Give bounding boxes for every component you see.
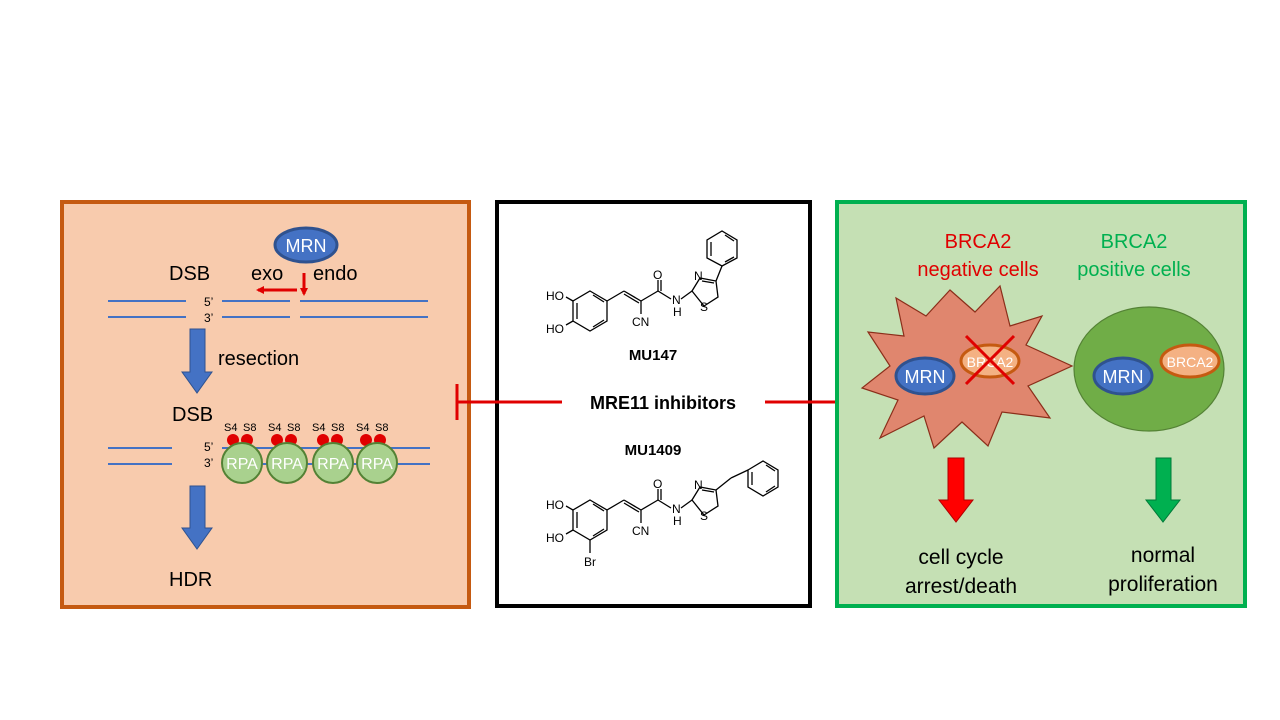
mu147-o: O — [653, 268, 662, 282]
brca2-positive-title-1: BRCA2 — [1101, 231, 1168, 253]
s8-label: S8 — [331, 422, 344, 434]
mu1409-structure — [565, 460, 779, 553]
mu147-structure — [565, 230, 738, 332]
mu147-ho-2: HO — [546, 322, 564, 336]
s4-label: S4 — [356, 422, 369, 434]
brca2-protein-positive — [1159, 343, 1221, 379]
mu1409-ho-1: HO — [546, 498, 564, 512]
mu1409-nh-h: H — [673, 514, 682, 528]
endo-label: endo — [313, 263, 358, 285]
rpa-circle — [266, 442, 308, 484]
s8-label: S8 — [375, 422, 388, 434]
dsb-top-label: DSB — [169, 263, 210, 285]
mu147-nh-h: H — [673, 305, 682, 319]
brca2-negative-title-1: BRCA2 — [945, 231, 1012, 253]
mu147-ho-1: HO — [546, 289, 564, 303]
phospho-s4-dot — [317, 434, 329, 446]
rpa-unit-3: S4 S8 RPA — [312, 422, 354, 484]
mu1409-cn: CN — [632, 524, 649, 538]
brca2-positive-title-2: positive cells — [1077, 259, 1190, 281]
rpa-label: RPA — [226, 456, 258, 473]
mu147-nh-n: N — [672, 293, 681, 307]
mu1409-ho-2: HO — [546, 531, 564, 545]
left-panel-box — [60, 200, 471, 609]
mu147-cn: CN — [632, 315, 649, 329]
brca2-negative-title-2: negative cells — [917, 259, 1038, 281]
rpa-unit-4: S4 S8 RPA — [356, 422, 398, 484]
five-prime-top: 5’ — [204, 295, 213, 309]
resection-arrow — [181, 328, 213, 394]
mrn-label-left: MRN — [286, 236, 327, 256]
rpa-label: RPA — [361, 456, 393, 473]
rpa-circle — [221, 442, 263, 484]
five-prime-bottom: 5’ — [204, 440, 213, 454]
rpa-circle — [356, 442, 398, 484]
mu1409-label: MU1409 — [625, 442, 682, 459]
s4-label: S4 — [268, 422, 281, 434]
s4-label: S4 — [312, 422, 325, 434]
resection-label: resection — [218, 348, 299, 370]
mu1409-br: Br — [584, 555, 596, 569]
mu147-label: MU147 — [629, 347, 677, 364]
s8-label: S8 — [287, 422, 300, 434]
outcome-positive-1: normal — [1131, 544, 1195, 567]
hdr-arrow — [181, 485, 213, 550]
rpa-circle — [312, 442, 354, 484]
dsb-bottom-label: DSB — [172, 404, 213, 426]
inhibition-left — [455, 384, 562, 420]
dna-top — [108, 300, 428, 318]
outcome-negative-2: arrest/death — [905, 575, 1017, 598]
exo-label: exo — [251, 263, 283, 285]
phospho-s4-dot — [271, 434, 283, 446]
middle-panel-box — [495, 200, 812, 608]
three-prime-bottom: 3’ — [204, 456, 213, 470]
hdr-label: HDR — [169, 569, 212, 591]
phospho-s4-dot — [360, 434, 372, 446]
mu1409-thiazole-s: S — [700, 509, 708, 523]
s8-label: S8 — [243, 422, 256, 434]
outcome-positive-2: proliferation — [1108, 573, 1218, 596]
mu1409-thiazole-n: N — [694, 478, 703, 492]
positive-outcome-arrow — [1144, 457, 1182, 523]
left-panel: MRN DSB exo endo 5’ 3’ resection DSB — [60, 200, 471, 609]
mrn-label-positive: MRN — [1103, 367, 1144, 387]
rpa-label: RPA — [317, 456, 349, 473]
middle-panel: HO HO O CN N H N S MU147 MRE11 inhibitor… — [495, 200, 812, 608]
mrn-label-negative: MRN — [905, 367, 946, 387]
right-panel: BRCA2 negative cells BRCA2 positive cell… — [835, 200, 1247, 608]
mrn-complex-left — [273, 226, 339, 264]
rpa-label: RPA — [271, 456, 303, 473]
mrn-complex-positive — [1092, 356, 1154, 396]
mre11-inhibitors-label: MRE11 inhibitors — [590, 393, 736, 413]
negative-outcome-arrow — [937, 457, 975, 523]
outcome-negative-1: cell cycle — [918, 546, 1003, 569]
rpa-unit-2: S4 S8 RPA — [266, 422, 308, 484]
mu147-thiazole-n: N — [694, 269, 703, 283]
mu147-thiazole-s: S — [700, 300, 708, 314]
s4-label: S4 — [224, 422, 237, 434]
mrn-complex-negative — [894, 356, 956, 396]
brca2-deleted-cross-icon — [964, 334, 1016, 386]
three-prime-top: 3’ — [204, 311, 213, 325]
rpa-unit-1: S4 S8 RPA — [221, 422, 263, 484]
mu1409-o: O — [653, 477, 662, 491]
mu1409-nh-n: N — [672, 502, 681, 516]
brca2-label-positive: BRCA2 — [1167, 354, 1214, 370]
